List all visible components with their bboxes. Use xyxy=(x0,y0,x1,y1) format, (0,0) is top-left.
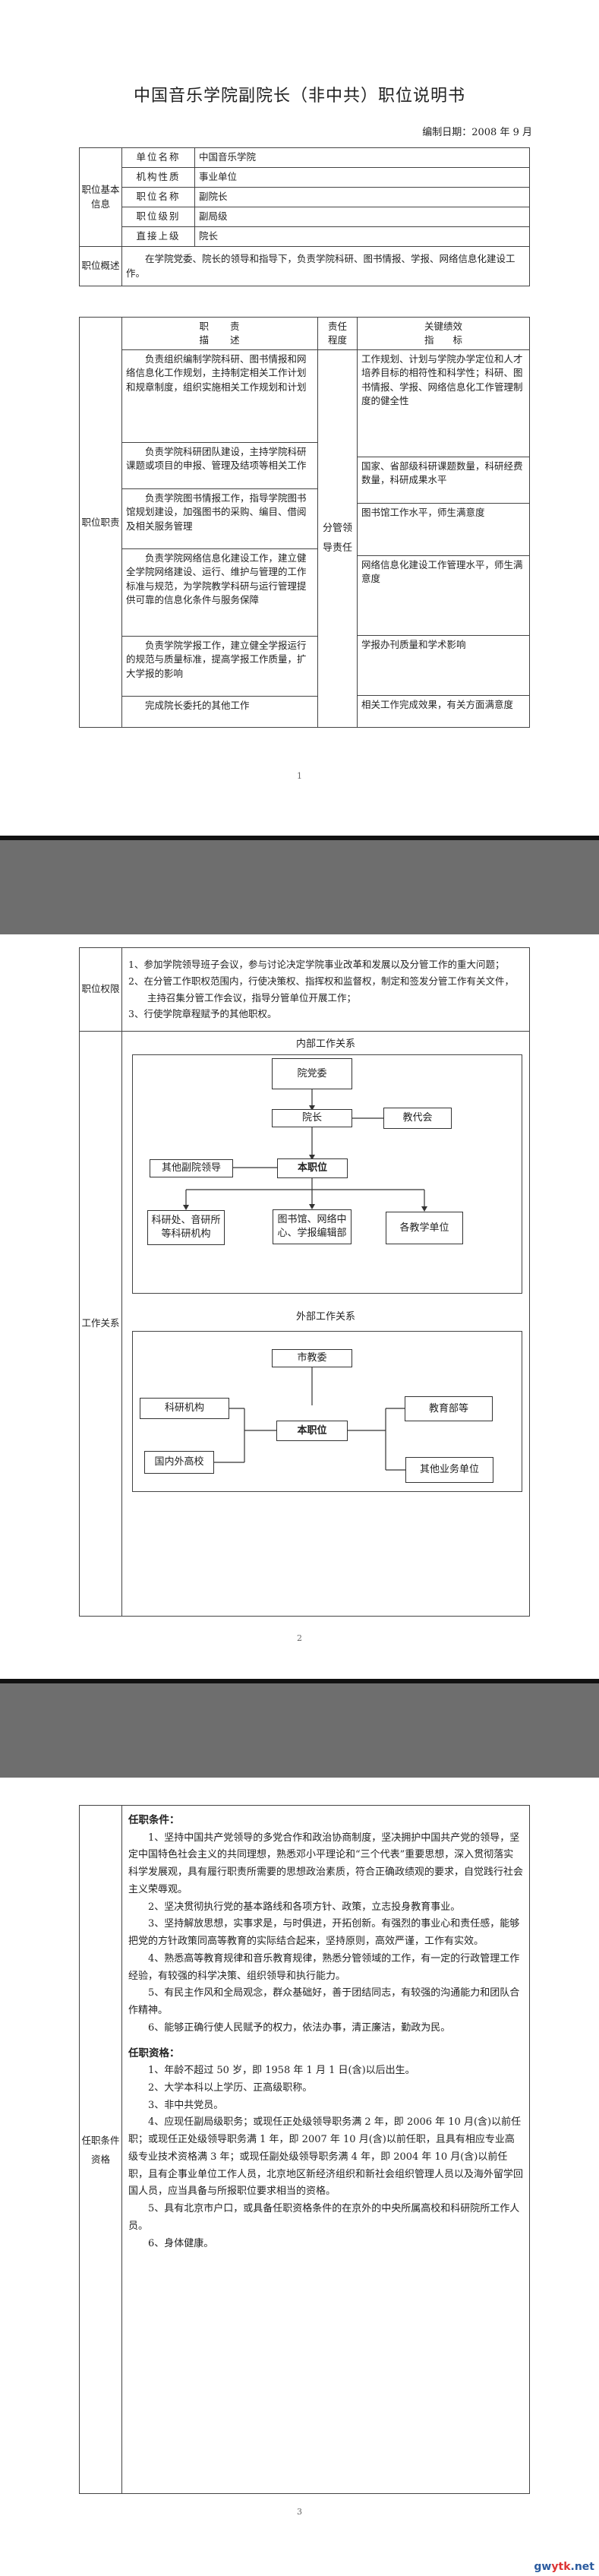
internal-relations-title: 内部工作关系 xyxy=(295,1038,355,1050)
duty-item-2: 负责学院科研团队建设，主持学院科研课题或项目的申报、管理及结项等相关工作 xyxy=(122,443,317,490)
requirement-5: 5、具有北京市户口，或具备任职资格条件的在京外的中央所属高校和科研院所工作人员。 xyxy=(128,2203,520,2232)
site-watermark: gwytk.net xyxy=(534,2561,594,2573)
condition-5: 5、有民主作风和全局观念，群众基础好，善于团结同志，有较强的沟通能力和团队合作精… xyxy=(128,1987,520,2017)
duty-item-1: 负责组织编制学院科研、图书情报和网络信息化工作规划，主持制定相关工作计划和规章制… xyxy=(122,350,317,444)
condition-2: 2、坚决贯彻执行党的基本路线和各项方针、政策，立志投身教育事业。 xyxy=(148,1901,461,1913)
duty-item-3: 负责学院图书情报工作，指导学院图书馆规划建设，加强图书的采购、编目、借阅及相关服… xyxy=(122,489,317,550)
basic-label-0: 单位名称 xyxy=(121,147,195,168)
kpi-item-3: 图书馆工作水平，师生满意度 xyxy=(358,504,529,557)
box-universities: 国内外高校 xyxy=(144,1451,214,1474)
qualification-label: 任职条件资格 xyxy=(79,1805,122,2494)
authority-item-1: 1、参加学院领导班子会议，参与讨论决定学院事业改革和发展以及分管工作的重大问题； xyxy=(128,958,505,970)
condition-6: 6、能够正确行使人民赋予的权力，依法办事，清正廉洁，勤政为民。 xyxy=(148,2021,451,2034)
basic-value-0: 中国音乐学院 xyxy=(194,147,530,168)
kpi-item-6: 相关工作完成效果，有关方面满意度 xyxy=(361,699,514,711)
page-number-2: 2 xyxy=(297,1633,302,1643)
qualification-table: 任职条件资格 任职条件： 1、坚持中国共产党领导的多党合作和政治协商制度，坚决拥… xyxy=(79,1805,530,2494)
page-separator-2 xyxy=(0,1679,599,1778)
requirement-3: 3、非中共党员。 xyxy=(148,2099,224,2111)
duty-item-6: 完成院长委托的其他工作 xyxy=(145,700,250,712)
info-table: 职位基本信息 单位名称 中国音乐学院 机构性质 事业单位 职位名称 副院长 职位… xyxy=(79,147,530,286)
basic-label-2: 职位名称 xyxy=(121,187,195,207)
requirement-6: 6、身体健康。 xyxy=(148,2237,214,2249)
duty-item-4: 负责学院网络信息化建设工作，建立健全学院网络建设、运行、维护与管理的工作标准与规… xyxy=(122,549,317,637)
box-other-vice-presidents: 其他副院领导 xyxy=(150,1159,233,1177)
box-other-business-units: 其他业务单位 xyxy=(405,1457,493,1483)
basic-info-label: 职位基本信息 xyxy=(79,147,122,247)
qualification-content: 任职条件： 1、坚持中国共产党领导的多党合作和政治协商制度，坚决拥护中国共产党的… xyxy=(121,1805,530,2494)
box-research-units: 科研处、音研所等科研机构 xyxy=(147,1210,225,1245)
basic-label-1: 机构性质 xyxy=(121,167,195,188)
relations-label: 工作关系 xyxy=(79,1031,122,1617)
box-library-network: 图书馆、网络中心、学报编辑部 xyxy=(273,1209,352,1244)
box-research-institutes: 科研机构 xyxy=(140,1398,229,1419)
authority-item-2: 2、在分管工作职权范围内，行使决策权、指挥权和监督权，制定和签发分管工作有关文件… xyxy=(128,975,514,1004)
condition-4: 4、熟悉高等教育规律和音乐教育规律，熟悉分管领域的工作，有一定的行政管理工作经验… xyxy=(128,1952,520,1982)
box-ministry-education: 教育部等 xyxy=(405,1396,493,1421)
requirement-2: 2、大学本科以上学历、正高级职称。 xyxy=(148,2081,313,2094)
box-municipal-education: 市教委 xyxy=(272,1349,352,1367)
box-president: 院长 xyxy=(272,1109,352,1127)
conditions-title: 任职条件： xyxy=(128,1814,180,1826)
compile-date: 编制日期：2008 年 9 月 xyxy=(422,127,532,138)
condition-3: 3、坚持解放思想，实事求是，与时俱进，开拓创新。有强烈的事业心和责任感，能够把党… xyxy=(128,1918,520,1948)
basic-value-1: 事业单位 xyxy=(194,167,530,188)
duties-header-kpi: 关键绩效 指 标 xyxy=(357,316,530,351)
duties-kpi-cell: 工作规划、计划与学院办学定位和人才培养目标的相符性和科学性；科研、图书情报、学报… xyxy=(357,349,530,729)
document-title: 中国音乐学院副院长（非中共）职位说明书 xyxy=(133,87,465,106)
duties-label: 职位职责 xyxy=(79,316,122,729)
external-frame xyxy=(132,1331,522,1492)
kpi-item-2: 国家、省部级科研课题数量，科研经费数量，科研成果水平 xyxy=(358,457,529,504)
duties-header-desc: 职 责 描 述 xyxy=(121,316,318,351)
page-number-1: 1 xyxy=(297,771,302,781)
relations-table: 工作关系 xyxy=(79,1031,530,1617)
duties-header-level: 责任 程度 xyxy=(317,316,358,351)
requirement-1: 1、年龄不超过 50 岁，即 1958 年 1 月 1 日(含)以后出生。 xyxy=(148,2065,415,2077)
duties-level: 分管领导责任 xyxy=(317,349,358,729)
watermark-part3: .net xyxy=(570,2561,594,2573)
watermark-part2: ytk xyxy=(551,2561,571,2573)
kpi-item-1: 工作规划、计划与学院办学定位和人才培养目标的相符性和科学性；科研、图书情报、学报… xyxy=(358,350,529,458)
basic-value-2: 副院长 xyxy=(194,187,530,207)
overview-text: 在学院党委、院长的领导和指导下，负责学院科研、图书情报、学报、网络信息化建设工作… xyxy=(121,246,530,286)
box-staff-congress: 教代会 xyxy=(383,1108,452,1129)
box-teaching-units: 各教学单位 xyxy=(386,1212,463,1244)
duty-item-5: 负责学院学报工作，建立健全学报运行的规范与质量标准，提高学报工作质量，扩大学报的… xyxy=(122,637,317,697)
authority-table: 职位权限 1、参加学院领导班子会议，参与讨论决定学院事业改革和发展以及分管工作的… xyxy=(79,947,530,1032)
kpi-item-5: 学报办刊质量和学术影响 xyxy=(358,636,529,697)
duties-desc-cell: 负责组织编制学院科研、图书情报和网络信息化工作规划，主持制定相关工作计划和规章制… xyxy=(121,349,318,729)
external-relations-title: 外部工作关系 xyxy=(295,1311,355,1323)
condition-1: 1、坚持中国共产党领导的多党合作和政治协商制度，坚决拥护中国共产党的领导，坚定中… xyxy=(128,1832,524,1895)
requirements-title: 任职资格： xyxy=(128,2047,180,2059)
duties-table: 职位职责 职 责 描 述 责任 程度 关键绩效 指 标 负责组织编制学院科研、图… xyxy=(79,316,530,729)
authority-item-3: 3、行使学院章程赋予的其他职权。 xyxy=(128,1008,277,1020)
kpi-item-4: 网络信息化建设工作管理水平，师生满意度 xyxy=(358,556,529,637)
authority-label: 职位权限 xyxy=(79,947,122,1032)
requirement-4: 4、应现任副局级职务；或现任正处级领导职务满 2 年，即 2006 年 10 月… xyxy=(128,2116,524,2198)
box-this-position-internal: 本职位 xyxy=(277,1158,348,1178)
internal-frame xyxy=(132,1054,522,1294)
box-party-committee: 院党委 xyxy=(272,1058,352,1089)
overview-label: 职位概述 xyxy=(79,246,122,286)
box-this-position-external: 本职位 xyxy=(276,1421,348,1441)
watermark-part1: gw xyxy=(534,2561,552,2573)
page-number-3: 3 xyxy=(297,2507,302,2517)
authority-list: 1、参加学院领导班子会议，参与讨论决定学院事业改革和发展以及分管工作的重大问题；… xyxy=(121,947,530,1032)
page-separator-1 xyxy=(0,836,599,934)
